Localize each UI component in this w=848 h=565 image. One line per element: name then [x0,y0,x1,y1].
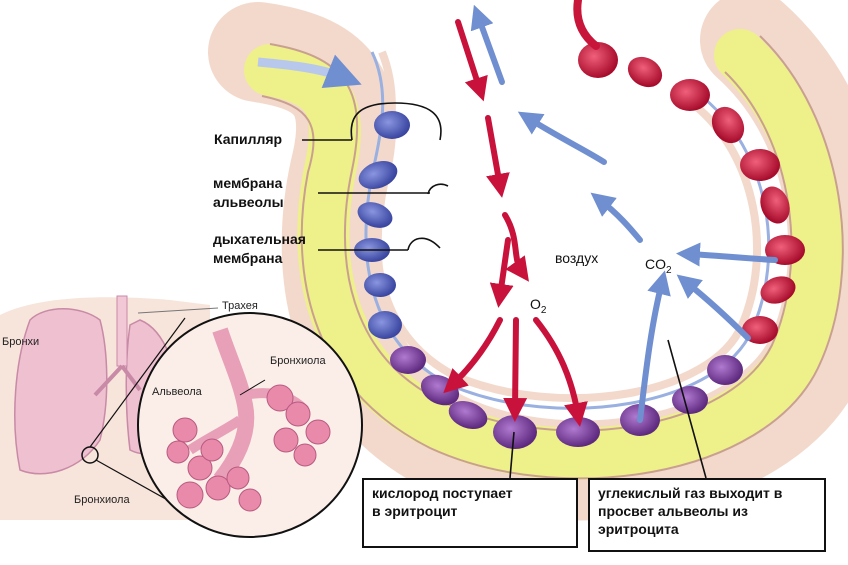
co2-exits-box: углекислый газ выходит в просвет альвеол… [588,478,826,552]
erythrocyte [374,111,410,139]
trachea-label: Трахея [222,300,258,312]
oxygen-box-line1: кислород поступает [372,485,513,501]
erythrocyte [672,386,708,414]
erythrocyte [578,42,618,78]
co2-box-line2: просвет альвеолы из [598,503,748,519]
erythrocyte [358,160,398,190]
bronchiole-left-label: Бронхиола [74,494,130,506]
erythrocyte [740,149,780,181]
air-label: воздух [555,250,599,266]
erythrocyte [760,186,790,224]
oxygen-box-line2: в эритроцит [372,503,458,519]
co2-box-line3: эритроцита [598,521,679,537]
erythrocyte [368,311,402,339]
erythrocyte [390,346,426,374]
erythrocyte [357,202,393,228]
co2-label: CO2 [645,256,672,276]
o2-label: O2 [530,296,547,316]
red-erythrocytes [578,42,805,344]
bronchi-label: Бронхи [2,336,40,348]
alveolar-membrane-label-line2: альвеолы [213,194,284,210]
erythrocyte [742,316,778,344]
erythrocyte [711,106,745,144]
alveolar-membrane-label-line1: мембрана [213,175,283,191]
oxygen-enters-box: кислород поступает в эритроцит [362,478,578,548]
erythrocyte [760,276,796,304]
bronchiole-zoom-circle [137,312,363,538]
oxygen-arrows [443,19,588,427]
alveola-label: Альвеола [152,386,202,398]
air-inflow-arrow [257,54,362,89]
co2-arrows [470,4,778,423]
erythrocyte [556,417,600,447]
bronchiole-zoom-label: Бронхиола [270,355,326,367]
capillary-label: Капилляр [214,131,283,147]
erythrocyte [364,273,396,297]
erythrocyte [448,400,488,430]
leader-lines [302,102,707,479]
erythrocyte [627,56,663,88]
respiratory-membrane-label-line2: мембрана [213,250,283,266]
co2-box-line1: углекислый газ выходит в [598,485,783,501]
erythrocyte [670,79,710,111]
erythrocyte [493,415,537,449]
respiratory-membrane-label-line1: дыхательная [213,231,306,247]
erythrocyte [707,355,743,385]
blood-inflow [573,0,600,50]
